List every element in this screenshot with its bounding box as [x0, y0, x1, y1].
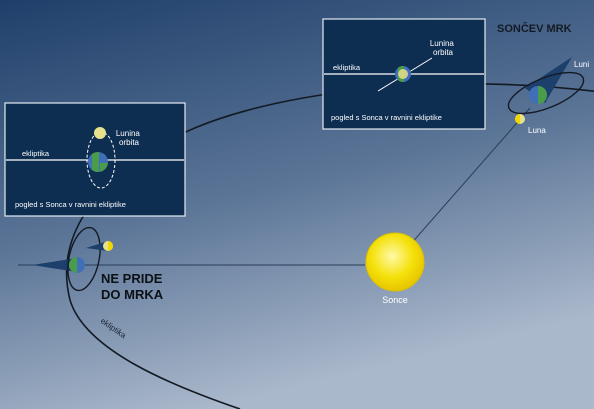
moon-orbit-right-label: Luni: [574, 60, 589, 69]
moon-label: Luna: [528, 126, 546, 135]
sun-label: Sonce: [382, 295, 408, 305]
earth-right: [529, 86, 547, 104]
earth-left: [69, 257, 85, 273]
inset-right-orbit-label: Lunina orbita: [430, 39, 456, 57]
moon-left: [103, 241, 113, 251]
no-eclipse-line-1: NE PRIDE: [101, 271, 163, 286]
inset-left-orbit-line-2: orbita: [119, 138, 140, 147]
earth-shadow-cone-left: [32, 258, 77, 272]
inset-right-earth: [395, 66, 411, 82]
inset-left: ekliptika Lunina orbita pogled s Sonca v…: [4, 102, 186, 217]
sun: [365, 232, 425, 292]
solar-eclipse-title: SONČEV MRK: [497, 22, 572, 35]
inset-left-orbit-line-1: Lunina: [116, 129, 141, 138]
sun-line-to-right: [394, 107, 531, 263]
moon-orbit-right: [507, 71, 585, 115]
inset-right-caption: pogled s Sonca v ravnini ekliptike: [331, 113, 442, 122]
inset-right-orbit-line-1: Lunina: [430, 39, 455, 48]
inset-left-orbit-label: Lunina orbita: [116, 129, 142, 147]
inset-right: ekliptika Lunina orbita pogled s Sonca v…: [322, 18, 486, 130]
moon-shadow-cone-left: [86, 241, 108, 251]
inset-right-orbit-line-2: orbita: [433, 48, 454, 57]
moon-right: [515, 114, 525, 124]
inset-left-earth: [88, 152, 108, 172]
inset-right-ecliptic-label: ekliptika: [333, 63, 361, 72]
no-eclipse-label: NE PRIDE DO MRKA: [101, 271, 166, 302]
inset-left-moon: [94, 127, 106, 139]
inset-left-caption: pogled s Sonca v ravnini ekliptike: [15, 200, 126, 209]
moon-orbit-left: [67, 226, 101, 292]
no-eclipse-line-2: DO MRKA: [101, 287, 164, 302]
inset-left-ecliptic-label: ekliptika: [22, 149, 50, 158]
